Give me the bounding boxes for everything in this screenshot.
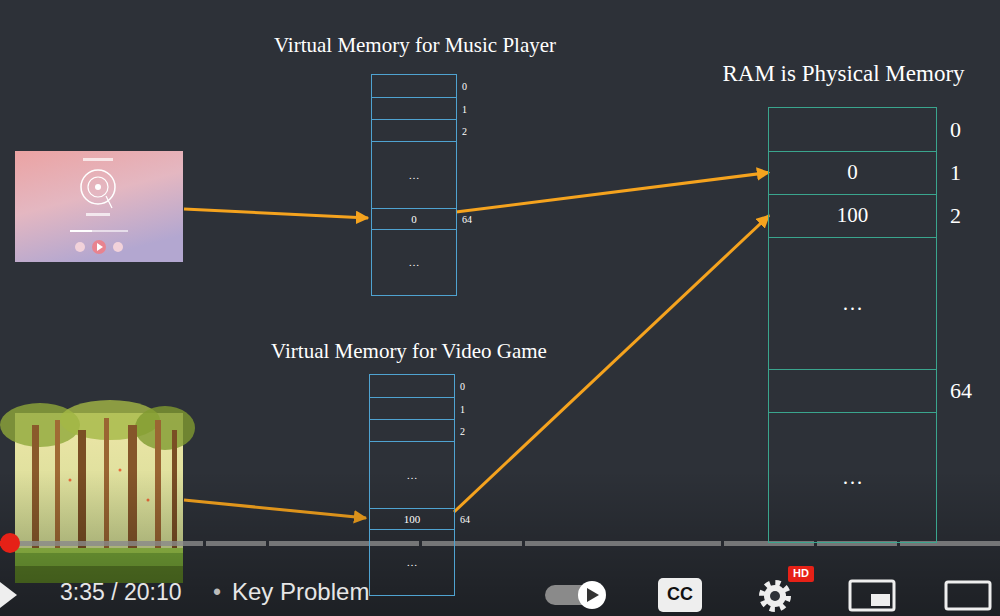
address-index: 64 — [460, 514, 470, 525]
address-index: 0 — [460, 381, 465, 392]
address-index: 1 — [950, 161, 961, 185]
memory-cell: 64 — [769, 369, 936, 412]
cell-value: … — [409, 169, 420, 181]
memory-heading: Virtual Memory for Music Player — [274, 33, 556, 58]
memory-cell: … — [370, 441, 454, 508]
address-index: 0 — [950, 117, 961, 141]
autoplay-toggle — [545, 581, 606, 609]
memory-cell: 01 — [769, 151, 936, 194]
cell-value: … — [842, 292, 863, 315]
address-index: 2 — [460, 425, 465, 436]
time-counter: 3:35 / 20:10 — [60, 579, 182, 607]
memory-heading: RAM is Physical Memory — [722, 60, 964, 88]
cell-value: … — [407, 556, 418, 568]
address-index: 0 — [462, 81, 467, 92]
memory-cell: 0 — [370, 375, 454, 397]
memory-cell: 2 — [370, 419, 454, 441]
address-index: 64 — [950, 379, 972, 403]
memory-cell: 1 — [370, 397, 454, 419]
memory-cell: … — [372, 141, 456, 208]
memory-cell: 1002 — [769, 194, 936, 237]
cell-value: 100 — [404, 513, 421, 525]
address-index: 1 — [460, 403, 465, 414]
memory-cell: … — [769, 237, 936, 369]
memory-cell: … — [372, 229, 456, 295]
cell-value: 0 — [411, 213, 417, 225]
mapping-arrow — [454, 216, 769, 513]
play-button — [0, 582, 17, 608]
cell-value: … — [409, 256, 420, 268]
separator-dot: • — [213, 579, 221, 607]
quality-badge: HD — [788, 567, 814, 580]
cell-value: … — [842, 466, 863, 489]
address-index: 1 — [462, 103, 467, 114]
music-player-picture — [15, 151, 183, 262]
memory-cell: 0 — [769, 108, 936, 151]
memory-column: Virtual Memory for Video Game012…10064… — [369, 374, 455, 596]
miniplayer-button — [850, 581, 894, 610]
address-index: 2 — [462, 125, 467, 136]
memory-cell: 10064 — [370, 508, 454, 529]
mapping-arrow — [456, 173, 769, 213]
chapter-title: Key Problem — [232, 578, 369, 607]
memory-column: Virtual Memory for Music Player012…064… — [371, 74, 457, 296]
memory-cell: 064 — [372, 208, 456, 229]
cell-value: … — [407, 469, 418, 481]
memory-cell: 1 — [372, 97, 456, 119]
memory-cell: … — [769, 412, 936, 542]
progress-bar — [0, 533, 1000, 553]
memory-heading: Virtual Memory for Video Game — [271, 339, 547, 364]
memory-cell: 2 — [372, 119, 456, 141]
theater-button — [946, 582, 990, 609]
captions-text: CC — [658, 584, 702, 606]
pointer-arrow — [184, 209, 368, 218]
captions-button — [658, 578, 702, 612]
memory-cell: 0 — [372, 75, 456, 97]
memory-cell: … — [370, 529, 454, 595]
cell-value: 0 — [847, 161, 858, 184]
player-shade — [0, 470, 1000, 616]
hd-badge — [788, 566, 814, 582]
settings-gear — [762, 583, 788, 609]
memory-column: RAM is Physical Memory0011002…64… — [768, 107, 937, 543]
cell-value: 100 — [837, 204, 869, 227]
address-index: 2 — [950, 204, 961, 228]
address-index: 64 — [462, 214, 472, 225]
